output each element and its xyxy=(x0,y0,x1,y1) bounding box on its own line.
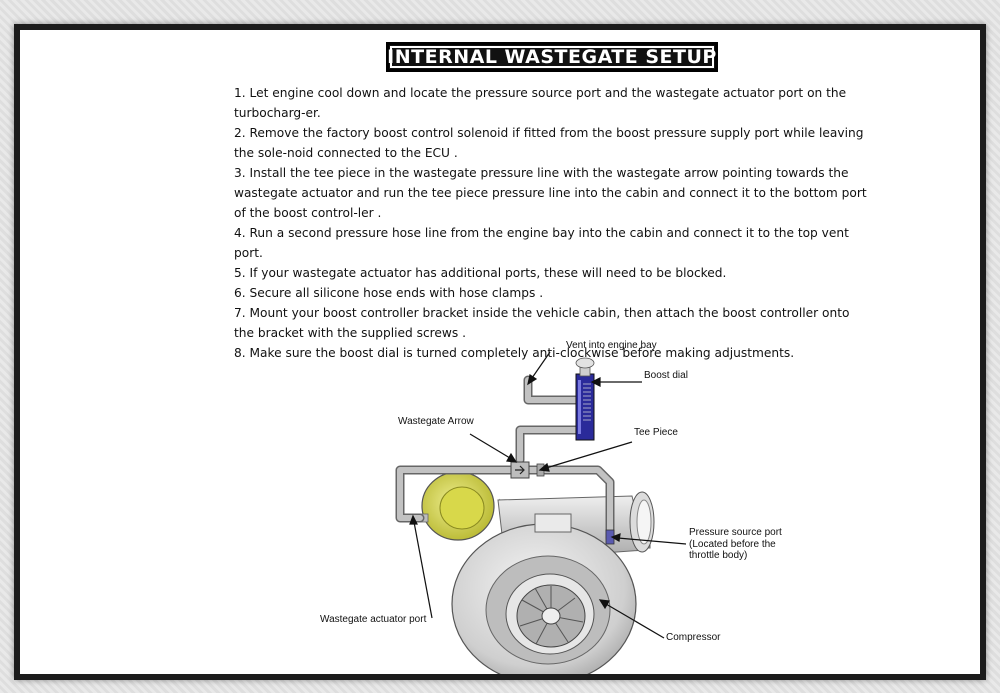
label-wastegate-actuator: Wastegate actuator port xyxy=(320,614,427,625)
label-tee-piece: Tee Piece xyxy=(634,427,678,438)
label-boost-dial: Boost dial xyxy=(644,370,688,381)
instruction-steps: 1. Let engine cool down and locate the p… xyxy=(234,83,870,363)
label-pressure-source-note: (Located before the xyxy=(689,539,776,550)
document-content: INTERNAL WASTEGATE SETUP 1. Let engine c… xyxy=(20,30,980,674)
step-item: 1. Let engine cool down and locate the p… xyxy=(234,86,847,120)
label-vent: Vent into engine bay xyxy=(566,340,657,351)
leader-lines xyxy=(409,351,687,639)
step-item: 8. Make sure the boost dial is turned co… xyxy=(234,346,795,360)
step-item: 6. Secure all silicone hose ends with ho… xyxy=(234,286,544,300)
wastegate-actuator xyxy=(417,471,495,541)
step-item: 3. Install the tee piece in the wastegat… xyxy=(234,166,867,220)
step-item: 4. Run a second pressure hose line from … xyxy=(234,226,849,260)
compressor-housing xyxy=(451,513,637,674)
step-item: 5. If your wastegate actuator has additi… xyxy=(234,266,727,280)
document-frame: INTERNAL WASTEGATE SETUP 1. Let engine c… xyxy=(14,24,986,680)
label-pressure-source-note: throttle body) xyxy=(689,550,748,561)
step-item: 2. Remove the factory boost control sole… xyxy=(234,126,864,160)
hose-lines xyxy=(395,375,615,543)
label-wastegate-arrow: Wastegate Arrow xyxy=(398,416,474,427)
step-item: 7. Mount your boost controller bracket i… xyxy=(234,306,850,340)
boost-controller xyxy=(575,357,595,441)
label-compressor: Compressor xyxy=(666,632,721,643)
title-banner: INTERNAL WASTEGATE SETUP xyxy=(386,42,718,72)
turbo-setup-diagram xyxy=(395,351,687,674)
page-title: INTERNAL WASTEGATE SETUP xyxy=(387,46,717,68)
label-pressure-source: Pressure source port xyxy=(689,527,782,538)
tee-piece xyxy=(510,461,545,479)
